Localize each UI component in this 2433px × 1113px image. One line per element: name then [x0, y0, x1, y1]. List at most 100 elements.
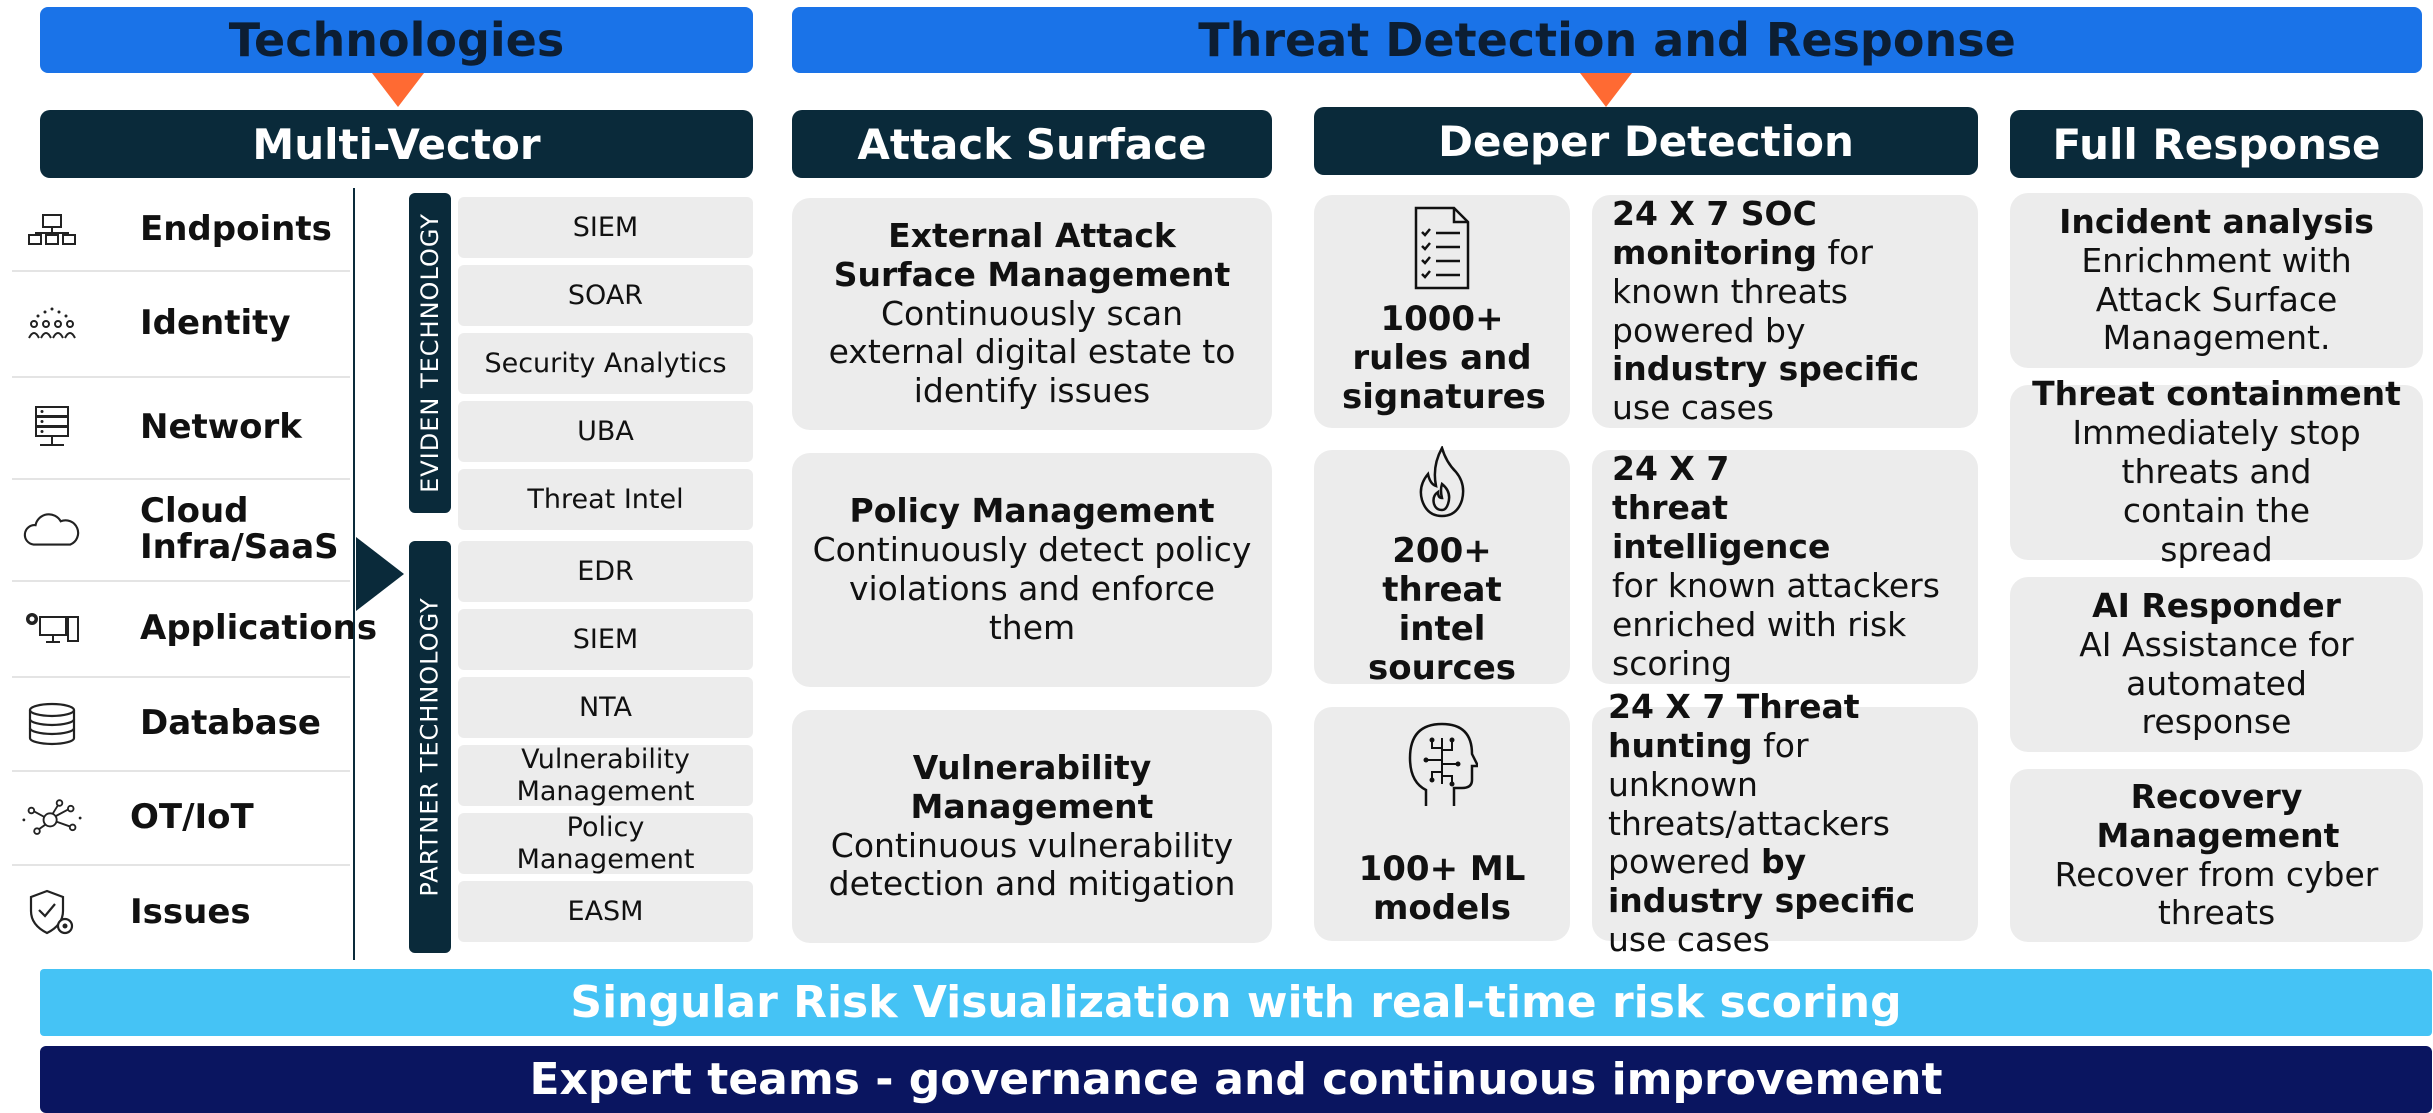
attack-surface-label: Attack Surface — [857, 119, 1207, 169]
pointer-arrow-icon — [1580, 73, 1632, 107]
attack-surface-card: External Attack Surface Management Conti… — [792, 198, 1272, 430]
vector-label: Network — [140, 407, 302, 448]
full-response-card: Recovery Management Recover from cyber t… — [2010, 769, 2423, 942]
partner-technology-label: PARTNER TECHNOLOGY — [409, 541, 451, 953]
full-response-label: Full Response — [2052, 119, 2381, 169]
detection-desc-text: 24 X 7 SOC monitoring for known threats … — [1612, 193, 1920, 428]
identity-icon — [22, 302, 82, 346]
risk-bar-label: Singular Risk Visualization with real-ti… — [570, 977, 1902, 1028]
card-body: Recover from cyber threats — [2054, 854, 2379, 933]
divider — [12, 376, 350, 378]
tech-item: Security Analytics — [458, 333, 753, 394]
multi-vector-list: Endpoints Identity Network Cloud Infra/S… — [12, 190, 377, 960]
card-title: Vulnerability Management — [910, 747, 1154, 826]
eviden-technology-label: EVIDEN TECHNOLOGY — [409, 193, 451, 513]
tech-item: SIEM — [458, 197, 753, 258]
stat-label: 1000+ rules and signatures — [1342, 298, 1546, 418]
vector-endpoints: Endpoints — [12, 190, 350, 270]
tech-item: EDR — [458, 541, 753, 602]
vector-label: Applications — [140, 608, 378, 649]
checklist-icon — [1412, 206, 1472, 292]
multi-vector-header: Multi-Vector — [40, 110, 753, 178]
attack-surface-card: Policy Management Continuously detect po… — [792, 453, 1272, 687]
pointer-arrow-icon — [372, 73, 424, 107]
cloud-icon — [22, 508, 82, 552]
detection-stat-card: 200+ threat intel sources — [1314, 445, 1570, 688]
stat-label: 200+ threat intel sources — [1367, 530, 1517, 689]
detection-desc-card: 24 X 7 Threat hunting for unknown threat… — [1592, 687, 1978, 959]
vector-label: Identity — [140, 303, 291, 344]
vector-cloud: Cloud Infra/SaaS — [12, 480, 350, 580]
vector-label: OT/IoT — [130, 797, 254, 838]
card-title: AI Responder — [2092, 585, 2341, 625]
technologies-header: Technologies — [40, 7, 753, 73]
tech-item: UBA — [458, 401, 753, 462]
tdr-header: Threat Detection and Response — [792, 7, 2422, 73]
tech-item: SIEM — [458, 609, 753, 670]
full-response-header: Full Response — [2010, 110, 2423, 178]
divider — [12, 864, 350, 866]
card-title: External Attack Surface Management — [833, 215, 1231, 294]
technologies-header-label: Technologies — [228, 13, 565, 67]
tech-item: NTA — [458, 677, 753, 738]
deeper-detection-header: Deeper Detection — [1314, 107, 1978, 175]
expert-teams-bar: Expert teams - governance and continuous… — [40, 1046, 2432, 1113]
card-title: Incident analysis — [2059, 201, 2374, 241]
card-body: Immediately stop threats and contain the… — [2072, 413, 2361, 569]
tech-item: EASM — [458, 881, 753, 942]
detection-stat-card: 1000+ rules and signatures — [1314, 195, 1570, 428]
detection-desc-text: 24 X 7 Threat hunting for unknown threat… — [1608, 686, 1916, 960]
divider — [12, 478, 350, 480]
database-icon — [22, 702, 82, 746]
divider — [12, 270, 350, 272]
vector-database: Database — [12, 678, 350, 770]
card-title: Threat containment — [2032, 374, 2401, 414]
vector-network: Network — [12, 378, 350, 478]
expert-bar-label: Expert teams - governance and continuous… — [529, 1054, 1943, 1105]
tdr-header-label: Threat Detection and Response — [1198, 13, 2016, 67]
vector-label: Database — [140, 703, 321, 744]
vector-label: Cloud Infra/SaaS — [140, 491, 339, 567]
divider — [12, 676, 350, 678]
ai-head-icon — [1406, 720, 1478, 810]
detection-stat-card: 100+ ML models — [1314, 707, 1570, 941]
card-body: Continuously scan external digital estat… — [828, 293, 1236, 411]
tech-item: Vulnerability Management — [458, 744, 753, 807]
tech-item: SOAR — [458, 265, 753, 326]
card-title: Policy Management — [849, 491, 1215, 531]
multi-vector-label: Multi-Vector — [252, 119, 541, 169]
card-body: Continuously detect policy violations an… — [812, 530, 1252, 647]
card-title: Recovery Management — [2096, 776, 2340, 855]
vector-applications: Applications — [12, 582, 377, 676]
full-response-card: AI Responder AI Assistance for automated… — [2010, 577, 2423, 752]
full-response-card: Threat containment Immediately stop thre… — [2010, 374, 2423, 569]
attack-surface-header: Attack Surface — [792, 110, 1272, 178]
flame-icon — [1417, 445, 1467, 518]
tech-item: Threat Intel — [458, 469, 753, 530]
card-body: AI Assistance for automated response — [2079, 624, 2354, 742]
card-body: Continuous vulnerability detection and m… — [828, 825, 1236, 904]
iot-icon — [22, 796, 82, 840]
risk-visualization-bar: Singular Risk Visualization with real-ti… — [40, 969, 2432, 1036]
detection-desc-card: 24 X 7 SOC monitoring for known threats … — [1592, 193, 1978, 428]
stat-label: 100+ ML models — [1358, 848, 1526, 928]
tech-item: Policy Management — [458, 812, 753, 875]
vector-identity: Identity — [12, 272, 350, 376]
applications-icon — [22, 607, 82, 651]
issues-icon — [22, 889, 82, 935]
divider — [12, 770, 350, 772]
full-response-card: Incident analysis Enrichment with Attack… — [2010, 193, 2423, 368]
vector-label: Issues — [130, 892, 251, 933]
vector-ot-iot: OT/IoT — [12, 772, 350, 864]
divider-vertical — [353, 188, 355, 960]
attack-surface-card: Vulnerability Management Continuous vuln… — [792, 710, 1272, 943]
endpoints-icon — [22, 208, 82, 252]
deeper-detection-label: Deeper Detection — [1438, 116, 1854, 166]
arrow-right-icon — [356, 537, 404, 611]
divider — [12, 580, 350, 582]
network-icon — [22, 406, 82, 450]
card-body: Enrichment with Attack Surface Managemen… — [2081, 240, 2352, 358]
vector-label: Endpoints — [140, 209, 332, 250]
